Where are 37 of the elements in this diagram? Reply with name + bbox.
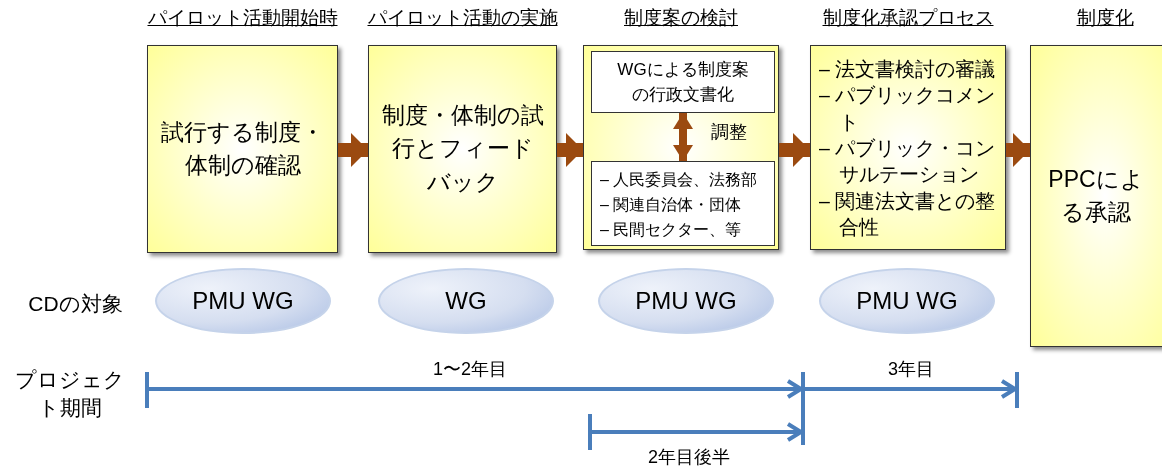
arrow <box>557 133 583 167</box>
oval-shape: WG <box>378 268 554 334</box>
tick-mark <box>1015 372 1019 408</box>
list-item: – 法文書検討の審議 <box>819 57 997 82</box>
process-box: 試行する制度・体制の確認 <box>147 45 338 253</box>
heading: 制度化承認プロセス <box>821 6 995 30</box>
tick-mark <box>801 372 805 445</box>
list-item: – パブリック・コンサルテーション <box>819 135 997 188</box>
arrow <box>592 422 803 442</box>
heading: パイロット活動開始時 <box>146 6 339 30</box>
arrow <box>149 379 803 399</box>
heading: パイロット活動の実施 <box>366 6 559 30</box>
list-item: – 関連法文書との整合性 <box>819 188 997 240</box>
arrow <box>338 133 368 167</box>
list-box <box>591 161 775 246</box>
tick-mark <box>588 414 592 450</box>
side-label: プロジェクト期間 <box>14 367 126 421</box>
heading: 制度案の検討 <box>623 6 739 30</box>
arrow <box>673 113 693 161</box>
process-box: 制度・体制の試行とフィードバック <box>368 45 557 253</box>
oval-shape: PMU WG <box>819 268 995 334</box>
list-item: – 民間セクター、等 <box>600 219 743 240</box>
oval-shape: PMU WG <box>598 268 774 334</box>
arrow <box>805 379 1017 399</box>
list-item: – 関連自治体・団体 <box>600 194 743 215</box>
process-box: PPCによる承認 <box>1030 45 1162 347</box>
edge-label: 調整 <box>710 121 748 144</box>
side-label: CDの対象 <box>27 291 124 317</box>
oval-shape: PMU WG <box>155 268 331 334</box>
arrow <box>1006 133 1030 167</box>
list-item: – 人民委員会、法務部 <box>600 170 759 190</box>
tick-mark <box>145 372 149 408</box>
arrow <box>779 133 810 167</box>
text-box: WGによる制度案の行政文書化 <box>591 51 775 113</box>
list-item: – パブリックコメント <box>819 83 997 135</box>
edge-label: 2年目後半 <box>645 445 733 468</box>
heading: 制度化 <box>1075 6 1135 30</box>
